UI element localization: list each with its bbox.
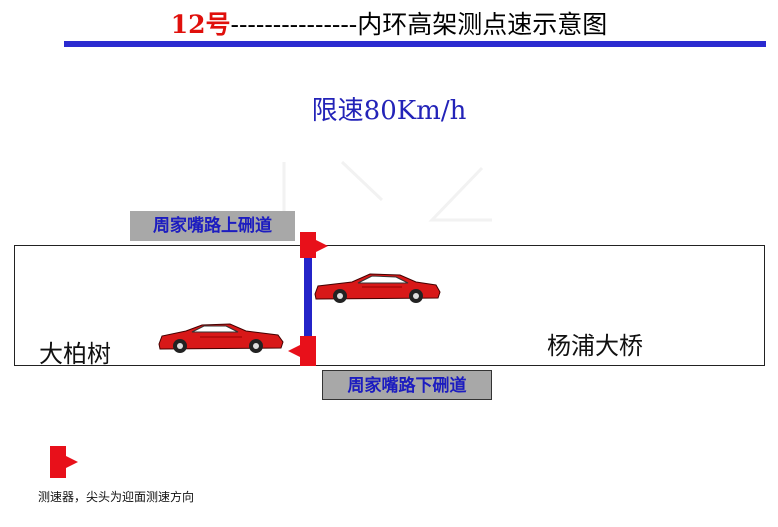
car-upper-icon	[314, 273, 441, 303]
diagram-title: 12号---------------内环高架测点速示意图	[0, 8, 778, 42]
place-right: 杨浦大桥	[547, 332, 643, 360]
title-dashes: ---------------	[230, 10, 358, 39]
ramp-down-label: 周家嘴路下硎道	[322, 370, 492, 400]
ramp-up-label: 周家嘴路上硎道	[130, 211, 295, 241]
place-left: 大柏树	[39, 340, 111, 368]
sensor-flag-top-icon	[300, 232, 328, 258]
speed-limit-label: 限速80Km/h	[311, 96, 467, 126]
title-underline	[64, 41, 766, 47]
legend-text: 测速器，尖头为迎面测速方向	[38, 490, 195, 504]
car-lower-icon	[158, 323, 284, 353]
title-text: 内环高架测点速示意图	[357, 10, 608, 39]
title-number: 12号	[170, 10, 231, 39]
sensor-flag-bottom-icon	[288, 336, 316, 366]
road-segment: 大柏树 杨浦大桥	[14, 245, 765, 368]
sensor-line	[304, 240, 312, 366]
legend-sensor-icon	[50, 446, 78, 478]
